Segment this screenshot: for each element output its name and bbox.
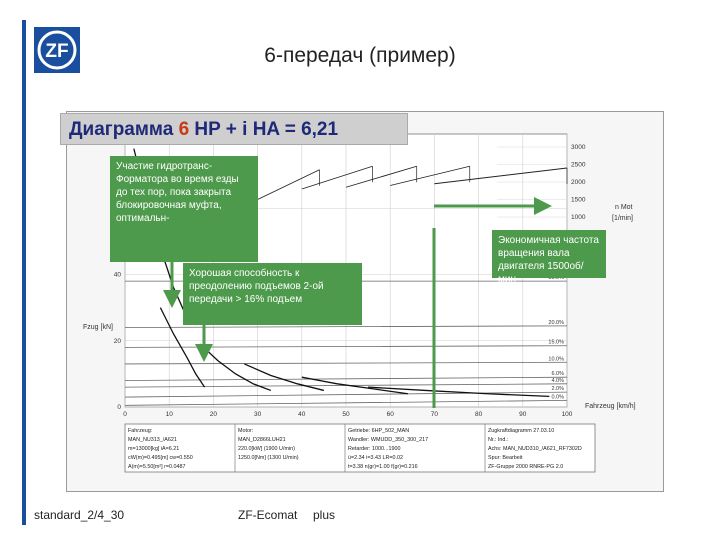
right-axis-label-unit: [1/min]	[612, 215, 633, 222]
grade-label: 15.0%	[548, 340, 564, 346]
resistance-curve	[124, 325, 568, 328]
x-tick-label: 80	[475, 411, 483, 418]
rpm-tick-label: 1500	[571, 197, 586, 204]
y-tick-label: 40	[114, 272, 122, 279]
info-table: Fahrzeug: MAN_NU313_/A621 m=13000[kg] iA=6…	[124, 423, 596, 473]
diagram-title: Диаграмма 6 HP + i HA = 6,21	[60, 113, 408, 145]
rpm-ramp	[301, 165, 373, 190]
info-line: ü=2.34 i=3.43 LR=0.02	[348, 455, 403, 461]
logo-text: ZF	[45, 41, 68, 62]
info-line: Wandler: WMUDD_350_300_217	[348, 437, 428, 443]
info-line: Nr.: Ind.:	[488, 437, 508, 443]
chart-axes: Fzug [kN] Fahrzeug [km/h] n Mot [1/min] …	[83, 144, 636, 418]
rpm-tick-label: 3000	[571, 144, 586, 151]
tractive-curve	[368, 386, 550, 398]
rpm-tick-label: 2000	[571, 179, 586, 186]
x-tick-label: 30	[254, 411, 262, 418]
x-tick-label: 90	[519, 411, 527, 418]
info-line: ZF-Gruppe 2000 RNRE-PG 2.0	[488, 464, 563, 470]
diagram-title-highlight: 6	[178, 119, 190, 140]
resistance-curve	[124, 391, 568, 398]
info-line: 220.0[kW] (1900 U/min)	[238, 446, 295, 452]
x-tick-label: 20	[210, 411, 218, 418]
resistance-curve	[124, 361, 568, 365]
rpm-tick-label: 1000	[571, 214, 586, 221]
rpm-ramp	[345, 165, 417, 188]
rpm-sawtooth	[257, 165, 568, 200]
chart-arrows	[163, 197, 552, 408]
tractive-curve	[244, 363, 325, 392]
tractive-curve	[301, 376, 408, 395]
rpm-tick-label: 2500	[571, 162, 586, 169]
info-frame	[124, 423, 596, 473]
grade-label: 35.0%	[548, 275, 564, 281]
x-tick-label: 60	[387, 411, 395, 418]
x-axis-label: Fahrzeug [km/h]	[585, 403, 636, 410]
rpm-ramp	[257, 169, 320, 200]
grade-label: 20.0%	[548, 320, 564, 326]
x-tick-label: 50	[342, 411, 350, 418]
grade-label: 0.0%	[551, 394, 564, 400]
info-line: t=3.38 n(gr)=1.00 f(gr)=0.216	[348, 464, 418, 470]
info-line: Motor:	[238, 428, 253, 434]
callout-converter: Участие гидротранс-Форматора во время ез…	[110, 156, 258, 262]
info-line: A(m)=5.50[m²] r=0.0487	[128, 464, 186, 470]
rpm-ramp	[390, 165, 470, 186]
rpm-ramp	[434, 167, 568, 185]
slide-title: 6-передач (пример)	[264, 44, 456, 67]
x-tick-label: 100	[562, 411, 573, 418]
zf-logo-icon: ZF	[37, 30, 77, 70]
diagram-title-prefix: Диаграмма	[69, 119, 179, 140]
resistance-curve	[124, 376, 568, 381]
info-line: Getriebe: 6HP_502_MAN	[348, 428, 409, 434]
footer-left: standard_2/4_30	[34, 508, 125, 522]
tractive-curve	[159, 307, 206, 388]
callout-economy: Экономичная частота вращения вала двигат…	[492, 230, 606, 285]
info-line: Achs: MAN_NUD310_/A621_RF7302D	[488, 446, 582, 452]
grade-label: 4.0%	[551, 378, 564, 384]
y-tick-label: 0	[117, 404, 121, 411]
footer-center: ZF-Ecomat	[238, 508, 298, 522]
callout-climbing: Хорошая способность к преодолению подъем…	[183, 263, 362, 325]
info-line: Zugkraftdiagramm 27.03.10	[488, 428, 554, 434]
resistance-curve	[124, 399, 568, 406]
right-axis-label-nmot: n Mot	[615, 204, 633, 211]
info-line: cW(m)=0.495[m] cw=0.550	[128, 455, 193, 461]
y-tick-label: 20	[114, 338, 122, 345]
grade-label: 10.0%	[548, 356, 564, 362]
grade-label: 6.0%	[551, 371, 564, 377]
info-line: m=13000[kg] iA=6.21	[128, 446, 179, 452]
info-line: MAN_NU313_/A621	[128, 437, 177, 443]
info-line: Fahrzeug:	[128, 428, 152, 434]
info-line: Spur: Bearbeit	[488, 455, 523, 461]
footer-right: plus	[313, 508, 336, 522]
x-tick-label: 40	[298, 411, 306, 418]
info-line: 1250.0[Nm] (1300 U/min)	[238, 455, 299, 461]
left-accent-bar	[22, 20, 26, 525]
x-tick-label: 0	[123, 411, 127, 418]
x-tick-label: 10	[166, 411, 174, 418]
info-line: MAN_D2866LUH21	[238, 437, 286, 443]
grade-label: 2.0%	[551, 386, 564, 392]
diagram-title-suffix: HP + i HA = 6,21	[189, 119, 339, 140]
y-axis-label: Fzug [kN]	[83, 324, 113, 331]
x-tick-label: 70	[431, 411, 439, 418]
info-line: Retarder: 1000...1900	[348, 446, 400, 452]
zf-logo: ZF	[34, 27, 80, 73]
